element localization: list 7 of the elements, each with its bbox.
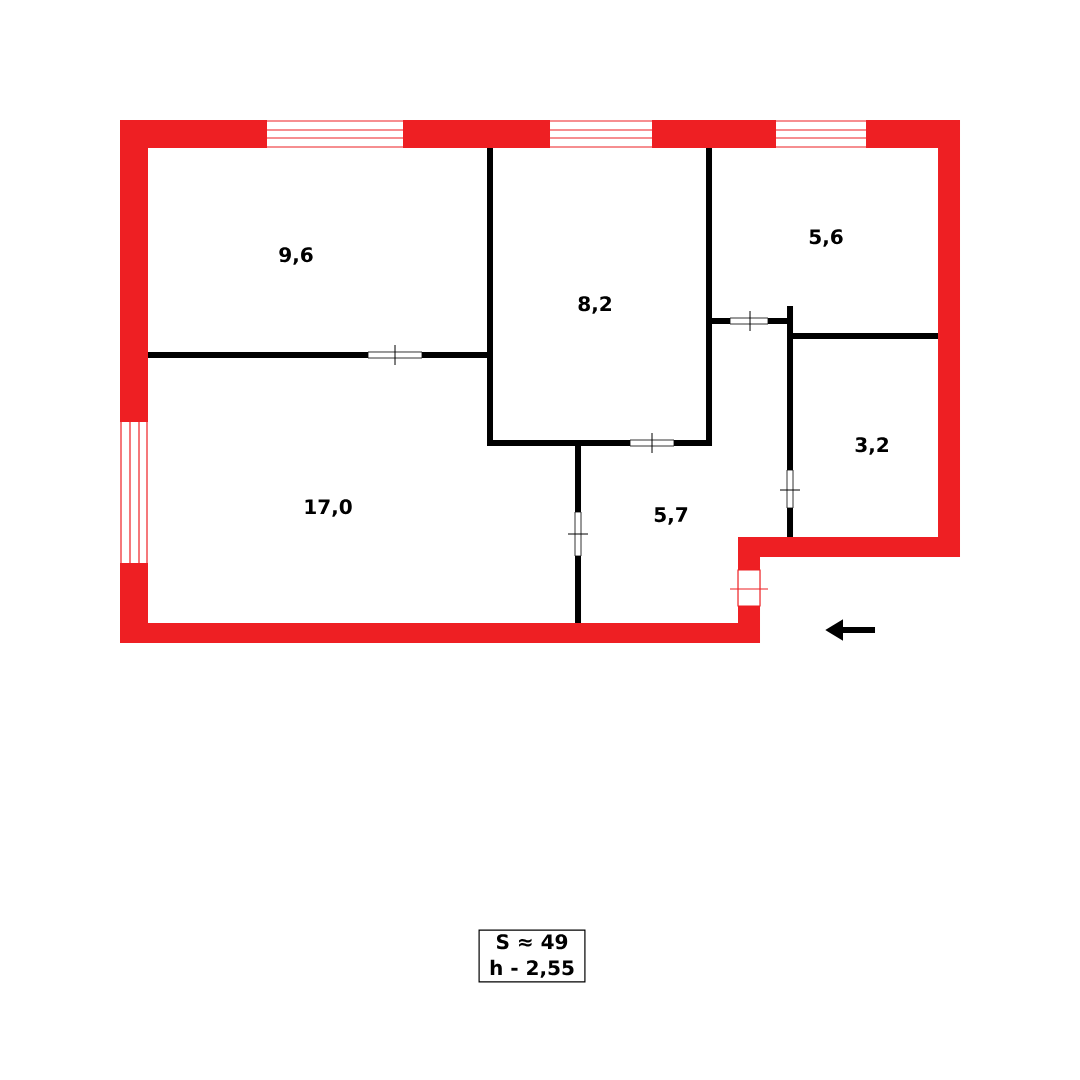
- area-label: 5,7: [654, 507, 688, 525]
- area-label: 5,6: [809, 229, 843, 247]
- info-box: S ≈ 49 h - 2,55: [478, 929, 586, 983]
- area-label: 3,2: [855, 437, 888, 455]
- area-label: 8,2: [578, 296, 611, 314]
- area-label: 17,0: [305, 499, 352, 517]
- area-label: 9,6: [279, 247, 313, 265]
